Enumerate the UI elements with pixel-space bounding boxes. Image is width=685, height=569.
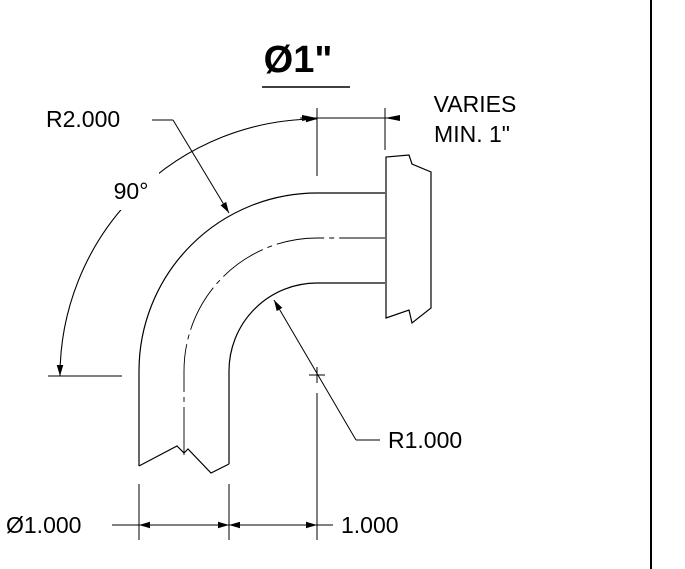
varies-min-label: MIN. 1" xyxy=(434,121,510,147)
angle-label: 90° xyxy=(114,178,149,204)
offset-label: 1.000 xyxy=(341,512,399,538)
inner-radius-label: R1.000 xyxy=(388,427,462,453)
pipe-outer-wall xyxy=(138,192,385,466)
varies-label: VARIES xyxy=(434,91,517,117)
varies-arrow-right xyxy=(385,115,400,121)
angle-label-mask xyxy=(101,170,159,210)
title: Ø1" xyxy=(264,39,333,81)
pipe-inner-wall xyxy=(228,282,385,464)
outer-radius-leader xyxy=(172,119,230,214)
pipe-centerline xyxy=(183,237,385,455)
flange-break xyxy=(385,154,432,325)
diameter-label: Ø1.000 xyxy=(6,512,81,538)
inner-radius-leader xyxy=(273,299,357,441)
pipe-break-line xyxy=(138,445,230,474)
outer-radius-label: R2.000 xyxy=(46,106,120,132)
varies-arrow-left xyxy=(302,115,317,121)
